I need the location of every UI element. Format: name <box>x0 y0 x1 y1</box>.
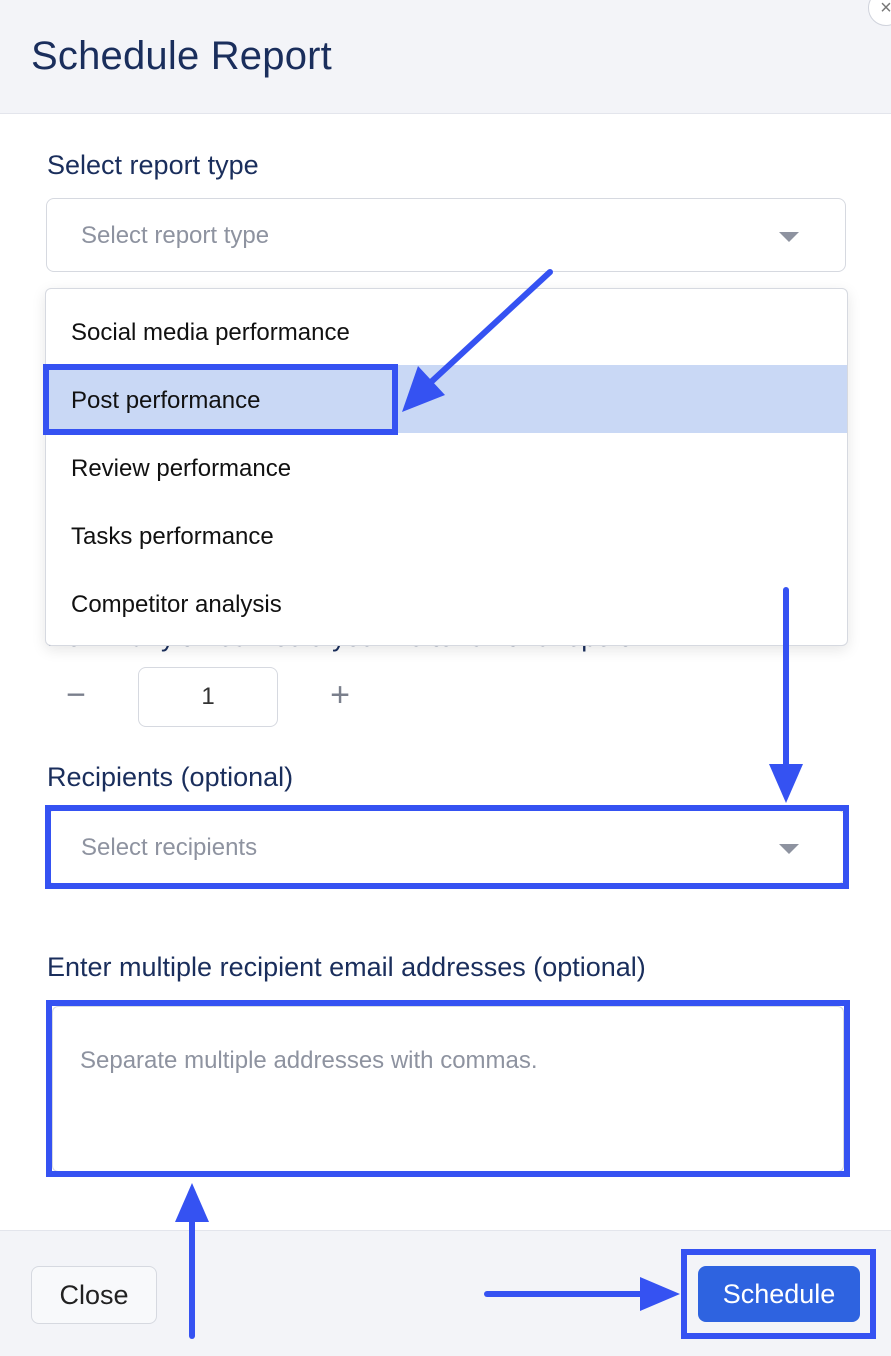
modal-title: Schedule Report <box>31 34 332 78</box>
report-type-dropdown: Social media performance Post performanc… <box>45 288 848 646</box>
increment-button[interactable]: + <box>330 676 350 714</box>
emails-label: Enter multiple recipient email addresses… <box>47 952 646 982</box>
option-tasks-performance[interactable]: Tasks performance <box>46 501 847 569</box>
emails-textarea[interactable]: Separate multiple addresses with commas. <box>52 1006 844 1172</box>
option-post-performance[interactable]: Post performance <box>46 365 847 433</box>
chevron-down-icon <box>779 232 799 242</box>
option-competitor-analysis[interactable]: Competitor analysis <box>46 569 847 637</box>
recipients-placeholder: Select recipients <box>81 834 258 861</box>
option-label: Tasks performance <box>71 523 274 550</box>
option-label: Post performance <box>71 387 261 414</box>
option-social-media-performance[interactable]: Social media performance <box>46 297 847 365</box>
recipients-label: Recipients (optional) <box>47 762 294 792</box>
modal-header: Schedule Report <box>0 0 891 114</box>
option-label: Social media performance <box>71 319 350 346</box>
schedule-button[interactable]: Schedule <box>698 1266 860 1322</box>
option-label: Competitor analysis <box>71 591 282 618</box>
option-review-performance[interactable]: Review performance <box>46 433 847 501</box>
chevron-down-icon <box>779 844 799 854</box>
emails-placeholder: Separate multiple addresses with commas. <box>80 1047 538 1074</box>
recipients-select[interactable]: Select recipients <box>46 810 846 884</box>
decrement-button[interactable]: − <box>66 676 86 714</box>
report-type-select[interactable]: Select report type <box>46 198 846 272</box>
report-type-label: Select report type <box>47 150 259 180</box>
close-button[interactable]: Close <box>31 1266 157 1324</box>
report-type-placeholder: Select report type <box>81 222 270 249</box>
run-count-input[interactable]: 1 <box>138 667 278 727</box>
option-label: Review performance <box>71 455 292 482</box>
